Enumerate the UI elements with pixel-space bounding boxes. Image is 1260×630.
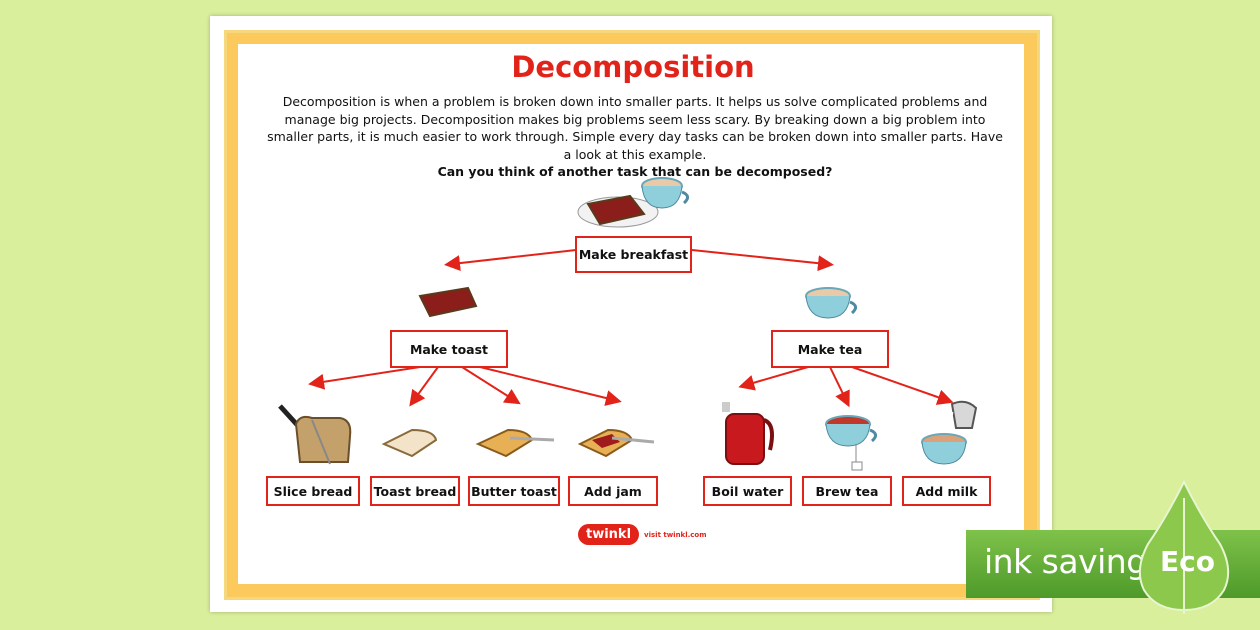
twinkl-link[interactable]: visit twinkl.com [644,530,707,539]
twinkl-logo: twinkl [578,524,640,545]
intro-question: Can you think of another task that can b… [437,164,833,179]
node-make-toast: Make toast [390,330,508,368]
intro-paragraph: Decomposition is when a problem is broke… [267,94,1003,162]
teacup-icon [805,287,857,319]
teacup-icon [641,177,689,209]
teabag-cup-icon [825,415,877,471]
node-toast-bread: Toast bread [370,476,460,506]
toast-jam-icon [418,286,478,318]
twinkl-footer: twinkl visit twinkl.com [578,524,707,545]
connector-toast-jam [479,366,622,406]
node-add-milk: Add milk [902,476,991,506]
connector-root-tea [691,249,834,272]
milk-jug-icon [921,400,978,465]
bread-slice-icon [381,428,438,458]
node-make-tea: Make tea [771,330,889,368]
kettle-icon [722,402,774,465]
node-slice-bread: Slice bread [266,476,360,506]
leaf-drop-icon [1138,479,1230,614]
node-butter-toast: Butter toast [468,476,560,506]
eco-tag: Eco [1160,545,1215,578]
bread-loaf-icon [278,404,352,465]
node-brew-tea: Brew tea [802,476,892,506]
connector-toast-slice [308,366,421,390]
connector-root-toast [444,249,577,272]
node-make-breakfast: Make breakfast [575,236,692,273]
connector-toast-butter [461,366,521,405]
node-add-jam: Add jam [568,476,658,506]
butter-toast-icon [475,428,555,458]
poster-title: Decomposition [511,50,755,84]
connector-tea-boil [738,366,809,391]
breakfast-plate-icon [577,194,659,228]
connector-tea-milk [851,366,954,405]
node-boil-water: Boil water [703,476,792,506]
jam-toast-icon [577,428,655,458]
intro-text: Decomposition is when a problem is broke… [262,93,1008,181]
ink-saving-label: ink saving [984,542,1147,581]
connector-toast-toastbread [409,366,439,407]
connector-tea-brew [829,366,850,408]
